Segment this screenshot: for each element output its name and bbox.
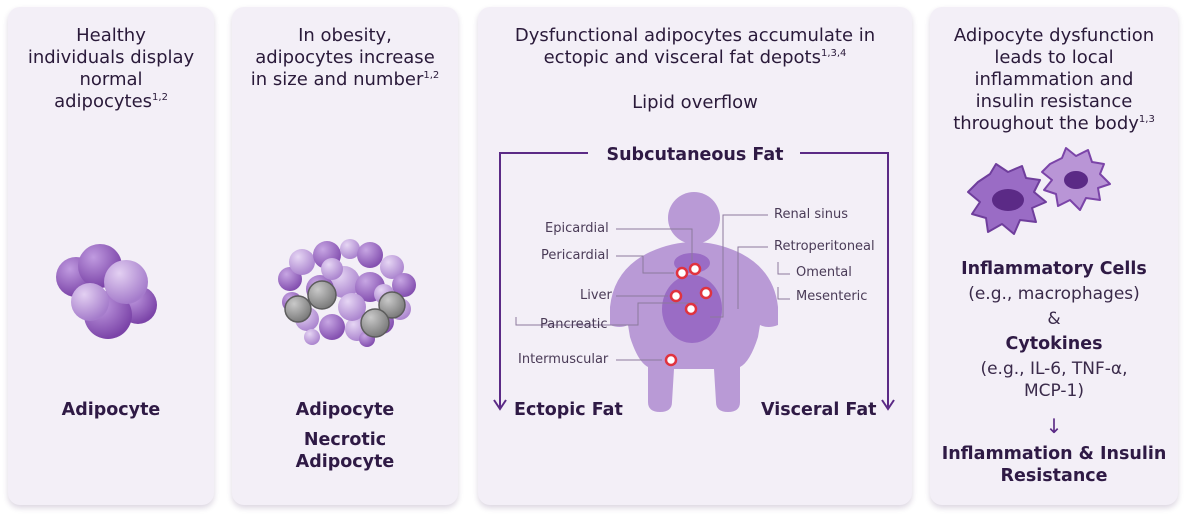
- necrotic-adipocyte: [284, 295, 312, 323]
- label-line: Adipocyte: [295, 452, 395, 472]
- panel-healthy-heading: Healthy individuals display normal adipo…: [8, 25, 214, 113]
- adipocyte-cell: [104, 260, 148, 304]
- citation: 1,2: [152, 92, 168, 103]
- heading-line: insulin resistance: [975, 91, 1133, 112]
- necrotic-adipocyte-label: Necrotic Adipocyte: [232, 429, 458, 473]
- label-renal-sinus: Renal sinus: [774, 207, 849, 222]
- heading-line: Adipocyte dysfunction: [953, 25, 1155, 46]
- visceral-fat-label: Visceral Fat: [761, 400, 877, 420]
- ampersand: &: [1047, 309, 1061, 329]
- arrow-head: [493, 399, 507, 411]
- example-line: MCP-1): [1024, 381, 1084, 401]
- heading-line: normal: [79, 69, 143, 90]
- leader-lines: [515, 214, 790, 361]
- heading-line: adipocytes increase: [255, 47, 435, 68]
- subcutaneous-fat-text: Subcutaneous Fat: [598, 145, 792, 165]
- heading-line: In obesity,: [298, 25, 392, 46]
- fat-depot-diagram: [493, 152, 895, 412]
- panel-obesity: In obesity, adipocytes increase in size …: [232, 7, 458, 505]
- intermuscular-fat-marker: [664, 353, 678, 367]
- arrow-to-visceral: [800, 152, 889, 407]
- heading-line: individuals display: [27, 47, 195, 68]
- lipid-overflow-label: Lipid overflow: [632, 92, 758, 113]
- label-intermuscular: Intermuscular: [518, 352, 609, 367]
- pancreatic-fat-marker: [684, 302, 698, 316]
- epicardial-fat-marker: [675, 266, 689, 280]
- healthy-adipocytes-illustration: [56, 244, 157, 339]
- macrophage-cell: [967, 163, 1047, 235]
- adipocyte-cell: [71, 283, 109, 321]
- panel-fat-depots-heading: Dysfunctional adipocytes accumulate in e…: [478, 25, 912, 69]
- label-omental: Omental: [796, 265, 852, 280]
- arrow-head: [881, 399, 895, 411]
- cytokines-title: Cytokines: [1005, 334, 1103, 354]
- adipocyte-label: Adipocyte: [295, 400, 395, 420]
- body-silhouette: [610, 192, 778, 412]
- label-line: Necrotic: [303, 430, 387, 450]
- panel-fat-depots: Dysfunctional adipocytes accumulate in e…: [478, 7, 912, 505]
- panel-inflammation-heading: Adipocyte dysfunction leads to local inf…: [930, 25, 1178, 135]
- result-line: Inflammation & Insulin: [941, 444, 1167, 464]
- label-liver: Liver: [580, 288, 612, 303]
- citation: 1,3: [1138, 114, 1155, 125]
- liver-fat-marker: [669, 289, 683, 303]
- panel-healthy: Healthy individuals display normal adipo…: [8, 7, 214, 505]
- heading-line: leads to local: [994, 47, 1114, 68]
- fat-deposit-markers: [664, 262, 713, 367]
- label-pericardial: Pericardial: [541, 248, 610, 263]
- necrotic-adipocyte: [378, 291, 406, 319]
- macrophage-cell: [1041, 147, 1111, 211]
- heading-line: ectopic and visceral fat depots: [543, 47, 821, 68]
- cytokines-example: (e.g., IL-6, TNF-α, MCP-1): [930, 358, 1178, 402]
- heading-line: throughout the body: [953, 113, 1139, 134]
- adipocyte-label: Adipocyte: [61, 400, 161, 420]
- panel-obesity-heading: In obesity, adipocytes increase in size …: [232, 25, 458, 91]
- panel-inflammation: Adipocyte dysfunction leads to local inf…: [930, 7, 1178, 505]
- adipocyte-cluster: [278, 239, 416, 347]
- ectopic-fat-label: Ectopic Fat: [514, 400, 623, 420]
- inflammatory-cells-example: (e.g., macrophages): [968, 284, 1140, 304]
- example-line: (e.g., IL-6, TNF-α,: [980, 359, 1128, 379]
- necrotic-adipocyte: [360, 308, 390, 338]
- heading-line: Healthy: [76, 25, 146, 46]
- heading-line: in size and number: [250, 69, 424, 90]
- label-mesenteric: Mesenteric: [796, 289, 868, 304]
- heading-line: Dysfunctional adipocytes accumulate in: [514, 25, 876, 46]
- macrophage-illustration: [967, 147, 1111, 235]
- heading-line: adipocytes: [54, 91, 153, 112]
- inflammation-result: Inflammation & Insulin Resistance: [930, 443, 1178, 487]
- label-epicardial: Epicardial: [545, 221, 609, 236]
- citation: 1,2: [423, 70, 440, 81]
- label-retroperitoneal: Retroperitoneal: [774, 239, 875, 254]
- heading-line: inflammation and: [974, 69, 1134, 90]
- necrotic-adipocyte: [307, 280, 337, 310]
- flow-arrows: [493, 152, 895, 411]
- pericardial-fat-marker: [688, 262, 702, 276]
- renal-fat-marker: [699, 286, 713, 300]
- down-arrow-icon: ↓: [1045, 414, 1063, 438]
- inflammatory-cells-title: Inflammatory Cells: [961, 259, 1147, 279]
- result-line: Resistance: [1000, 466, 1108, 486]
- label-pancreatic: Pancreatic: [540, 317, 608, 332]
- citation: 1,3,4: [820, 48, 847, 59]
- obese-adipocytes-illustration: [278, 239, 416, 347]
- subcutaneous-fat-label: Subcutaneous Fat: [478, 144, 912, 166]
- arrow-to-ectopic: [499, 152, 588, 407]
